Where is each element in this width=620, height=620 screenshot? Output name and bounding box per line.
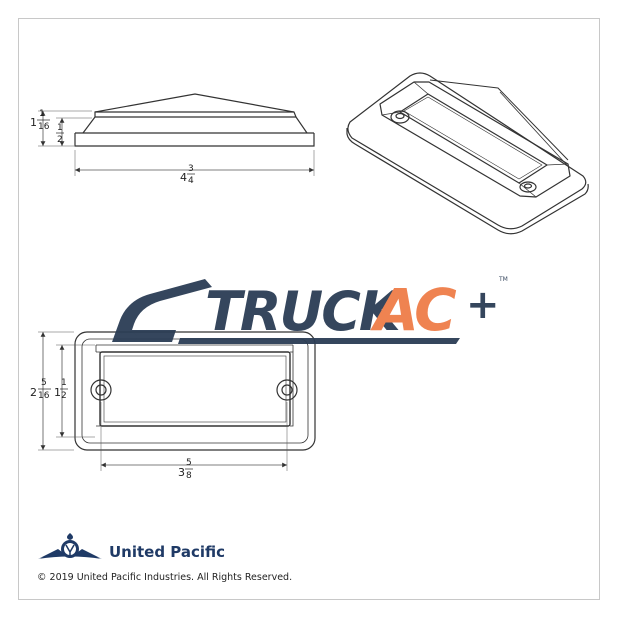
front-view-dimensions [38,331,288,471]
side-view-dimensions [38,110,315,176]
dim-side-height-total: 1 1 16 [30,109,50,132]
dim-side-width: 4 3 4 [180,164,195,186]
svg-text:2: 2 [30,386,37,399]
svg-text:4: 4 [188,176,194,186]
watermark-ac-text: AC [370,276,456,344]
svg-text:1: 1 [61,378,67,388]
svg-text:1: 1 [39,109,45,119]
dim-side-height-body: 1 2 [56,123,64,145]
svg-text:3: 3 [188,164,194,174]
dim-front-width: 3 5 8 [178,458,193,481]
svg-text:2: 2 [61,391,67,401]
dim-front-height-total: 2 5 16 [30,378,51,401]
svg-text:8: 8 [186,471,192,481]
svg-text:1: 1 [30,116,37,129]
svg-text:3: 3 [178,466,185,479]
side-view [74,93,315,147]
watermark-tm-text: TM [498,276,508,283]
watermark-truck-text: TRUCK [205,280,405,343]
copyright-notice: © 2019 United Pacific Industries. All Ri… [37,572,293,583]
svg-text:1: 1 [54,386,61,399]
united-pacific-emblem-icon [38,533,102,559]
watermark-com-text: .COM [424,337,448,346]
svg-text:1: 1 [57,123,63,133]
isometric-view [346,72,589,235]
watermark-plus-text: + [466,282,500,328]
svg-text:16: 16 [38,122,50,132]
front-view [74,331,316,451]
svg-text:2: 2 [57,135,63,145]
svg-text:5: 5 [41,378,47,388]
dim-front-height-inner: 1 1 2 [54,378,68,401]
brand-name: United Pacific [109,543,226,561]
watermark-logo: TRUCK AC + .COM TM [112,276,508,346]
sheet-border [18,18,600,600]
svg-text:5: 5 [186,458,192,468]
svg-text:16: 16 [38,391,50,401]
svg-text:4: 4 [180,171,187,184]
